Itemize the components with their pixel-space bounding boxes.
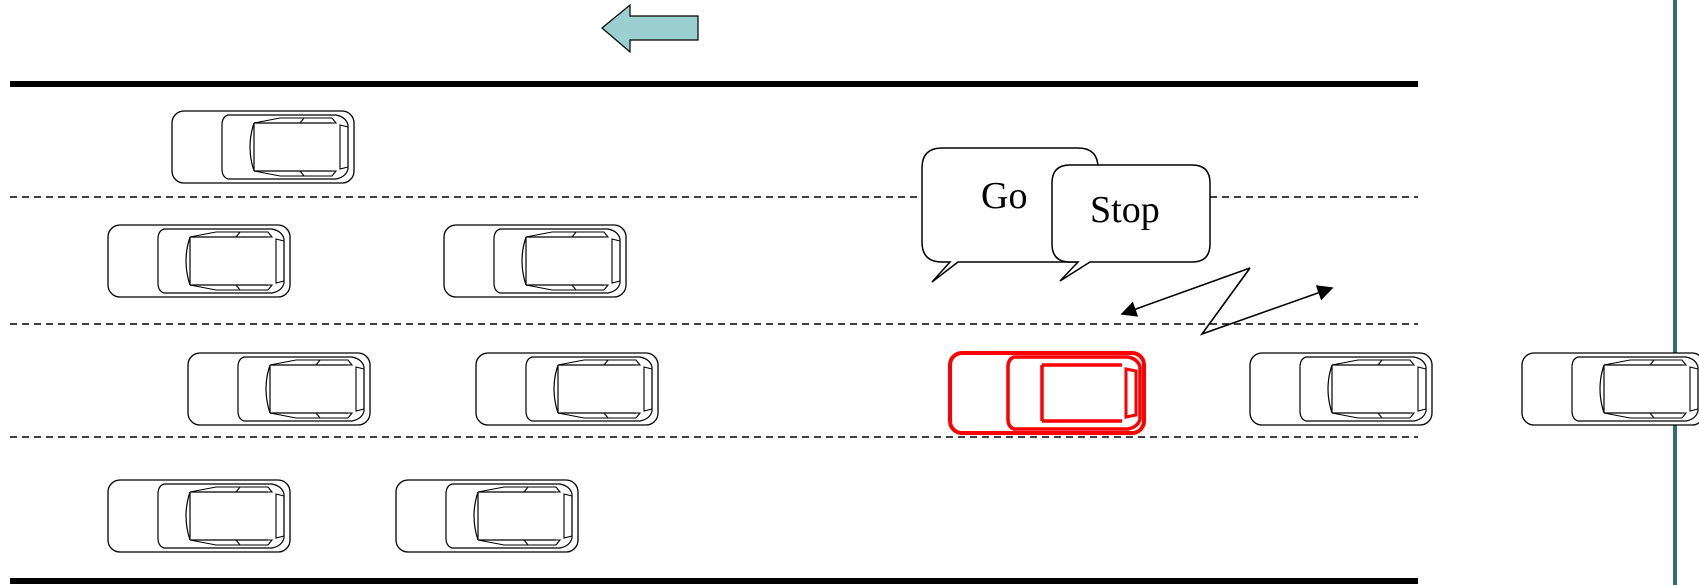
car (107, 479, 291, 553)
car (1249, 352, 1433, 426)
go-label: Go (981, 175, 1027, 217)
car (395, 479, 579, 553)
car (475, 352, 659, 426)
speech-bubble-stop: Stop (1051, 164, 1211, 282)
car (443, 224, 627, 298)
wireless-signal-icon (1120, 267, 1334, 336)
car (107, 224, 291, 298)
car (1521, 352, 1699, 426)
car (187, 352, 371, 426)
car (171, 110, 355, 184)
left-arrow-icon (601, 3, 699, 54)
highlighted-car (948, 351, 1146, 435)
stop-label: Stop (1090, 189, 1160, 231)
